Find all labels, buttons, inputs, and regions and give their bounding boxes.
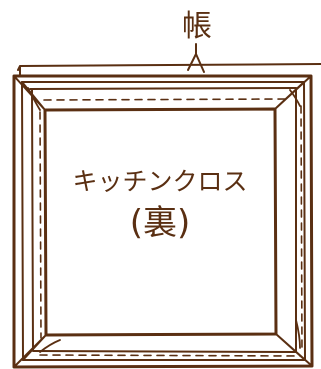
back-frame-outline bbox=[17, 63, 321, 77]
center-label-line1: キッチンクロス bbox=[72, 167, 247, 196]
top-label: 帳 bbox=[182, 9, 212, 44]
center-label-line2: (裏) bbox=[130, 203, 191, 243]
stitch-line-bottom bbox=[39, 354, 301, 357]
right-hem-lines bbox=[295, 81, 306, 361]
stitch-line-left bbox=[39, 111, 42, 339]
stitch-line-right bbox=[300, 105, 303, 353]
stitch-line-top bbox=[43, 98, 287, 101]
bottom-hem-lines bbox=[22, 350, 306, 361]
corner-miter-lines bbox=[13, 75, 313, 368]
label-leader-line bbox=[187, 43, 205, 73]
left-hem-lines bbox=[21, 81, 34, 361]
corner-hem-curves bbox=[27, 87, 301, 353]
top-hem-lines bbox=[21, 81, 305, 90]
